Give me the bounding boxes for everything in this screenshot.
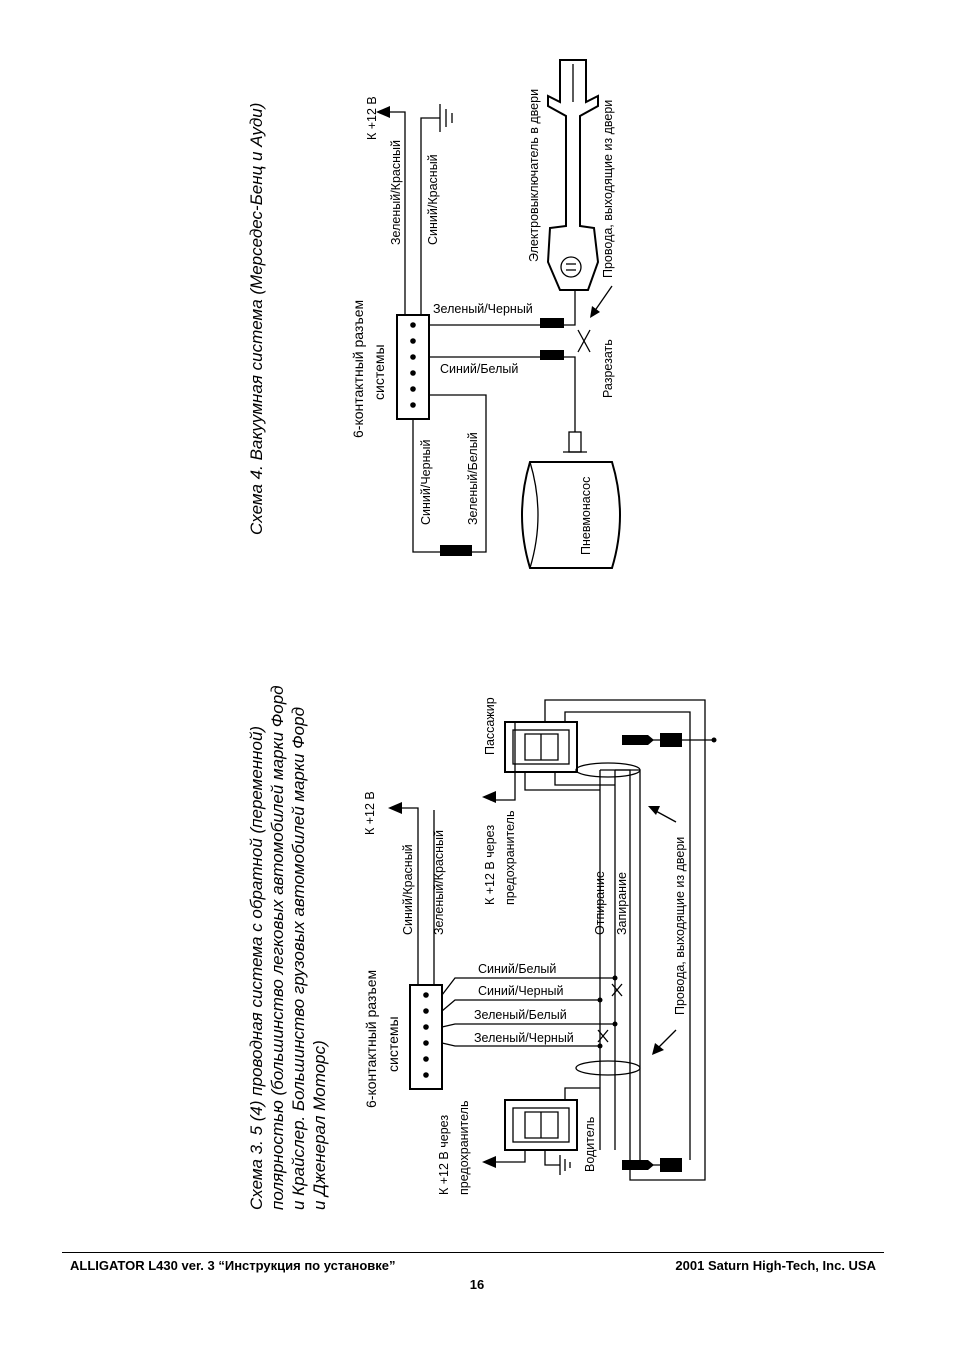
scheme-4-connector-plug-3 — [440, 545, 472, 556]
scheme-4-connector-plug-2 — [540, 350, 564, 360]
scheme-4: Схема 4. Вакуумная система (Мерседес-Бен… — [247, 59, 621, 569]
scheme-3-driver-k12-line-1: К +12 В через — [437, 1115, 451, 1195]
scheme-3-driver-k12-arrow — [482, 1156, 496, 1168]
scheme-3-driver-label: Водитель — [583, 1117, 597, 1172]
scheme-4-connector-plug-1 — [540, 318, 564, 328]
scheme-4-title: Схема 4. Вакуумная система (Мерседес-Бен… — [247, 103, 266, 535]
scheme-3-driver-door-switch-icon — [622, 1158, 682, 1172]
scheme-4-pump-icon — [521, 431, 621, 569]
scheme-3-passenger-k12-line-2: предохранитель — [503, 811, 517, 905]
scheme-3-passenger-actuator-icon — [504, 721, 578, 773]
scheme-3-passenger-k12-arrow — [482, 791, 496, 803]
scheme-3-title-line-1: Схема 3. 5 (4) проводная система с обрат… — [247, 726, 266, 1210]
scheme-4-door-wires-arrow — [590, 306, 600, 318]
scheme-3: Схема 3. 5 (4) проводная система с обрат… — [247, 685, 717, 1210]
scheme-3-door-wires-label: Провода, выходящие из двери — [673, 837, 687, 1015]
scheme-4-ground-icon — [439, 104, 453, 132]
scheme-3-connector-pins — [423, 992, 429, 1078]
scheme-4-connector-pins — [410, 322, 416, 408]
scheme-3-cut-mark-1 — [611, 983, 623, 997]
scheme-4-wire-green-red: Зеленый/Красный — [389, 140, 403, 245]
scheme-3-connector-label-1: 6-контактный разъем — [363, 970, 379, 1108]
scheme-4-k12-arrow — [376, 106, 390, 118]
scheme-3-driver-ground-icon — [559, 1155, 571, 1175]
scheme-3-title-line-2: полярностью (большинство легковых автомо… — [268, 685, 287, 1210]
scheme-3-k12-arrow — [388, 802, 402, 814]
scheme-4-k12-label: К +12 В — [365, 96, 379, 140]
scheme-3-wire-green-white: Зеленый/Белый — [474, 1008, 567, 1022]
scheme-4-door-switch-label: Электровыключатель в двери — [527, 89, 541, 262]
scheme-3-wire-blue-white: Синий/Белый — [478, 962, 556, 976]
scheme-3-driver-k12-line-2: предохранитель — [457, 1101, 471, 1195]
scheme-3-connector-label-2: системы — [385, 1016, 401, 1072]
footer-right-text: 2001 Saturn High-Tech, Inc. USA — [675, 1258, 876, 1273]
scheme-4-wire-blue-black: Синий/Черный — [419, 440, 433, 525]
footer-rule — [62, 1252, 884, 1253]
page-number: 16 — [469, 1277, 485, 1292]
scheme-3-passenger-k12-line-1: К +12 В через — [483, 825, 497, 905]
scheme-4-door-wires-label: Провода, выходящие из двери — [601, 100, 615, 278]
scheme-3-wire-blue-black: Синий/Черный — [478, 984, 563, 998]
scheme-4-wire-blue-red: Синий/Красный — [426, 154, 440, 245]
scheme-4-wire-green-black: Зеленый/Черный — [433, 302, 533, 316]
scheme-3-connector — [409, 984, 443, 1090]
scheme-3-lock-label: Запирание — [615, 872, 629, 935]
scheme-4-cut-mark — [577, 329, 591, 353]
scheme-4-connector-label-2: системы — [371, 344, 387, 400]
scheme-3-wire-green-black: Зеленый/Черный — [474, 1031, 574, 1045]
scheme-3-wire-blue-red: Синий/Красный — [401, 844, 415, 935]
scheme-3-driver-actuator-icon — [504, 1099, 578, 1151]
scheme-3-passenger-label: Пассажир — [483, 697, 497, 755]
scheme-4-connector-label-1: 6-контактный разъем — [350, 300, 366, 438]
scheme-3-title-line-4: и Дженерал Моторс) — [310, 1040, 329, 1210]
scheme-3-title-line-3: и Крайслер. Большинство грузовых автомоб… — [289, 707, 308, 1210]
scheme-4-cut-label: Разрезать — [601, 339, 615, 398]
scheme-3-door-wires-arrow-bottom — [652, 1043, 664, 1055]
scheme-3-passenger-door-switch-icon — [622, 733, 717, 747]
scheme-3-unlock-label: Отпирание — [593, 871, 607, 935]
scheme-4-wire-green-white: Зеленый/Белый — [466, 432, 480, 525]
scheme-3-k12-label: К +12 В — [363, 791, 377, 835]
scheme-3-wire-green-red: Зеленый/Красный — [432, 830, 446, 935]
scheme-4-pump-label: Пневмонасос — [579, 477, 593, 555]
scheme-4-wire-blue-white: Синий/Белый — [440, 362, 518, 376]
scheme-4-door-switch-icon — [546, 59, 600, 291]
scheme-3-door-wires-arrow-top — [648, 806, 660, 815]
footer-left-text: ALLIGATOR L430 ver. 3 “Инструкция по уст… — [70, 1258, 396, 1273]
